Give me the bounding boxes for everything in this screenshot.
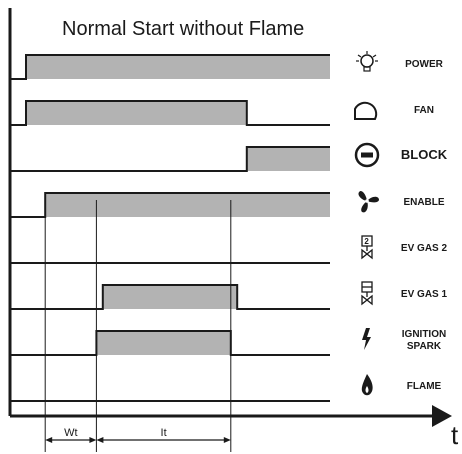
interval-label: Wt (64, 427, 77, 439)
signal-ev-gas-1 (10, 284, 330, 310)
time-axis-label: t (451, 420, 459, 450)
gas-valve-1-icon (361, 281, 373, 306)
signal-enable (10, 192, 330, 218)
interval-wt: Wt (45, 427, 97, 443)
signal-traces (10, 54, 330, 402)
svg-text:2: 2 (364, 237, 369, 246)
propeller-icon (358, 191, 379, 213)
diagram-title: Normal Start without Flame (62, 18, 304, 40)
gas-valve-2-icon: 2 (361, 235, 373, 260)
signal-ignition-trace (10, 330, 330, 356)
label-power: POWER (405, 59, 444, 70)
label-fan: FAN (414, 105, 434, 116)
interval-arrow-head-left (96, 437, 104, 443)
signal-ignition-high-block (96, 331, 231, 355)
interval-arrow-head-right (89, 437, 97, 443)
label-ev-gas-1: EV GAS 1 (401, 289, 448, 300)
interval-arrow-head-right (223, 437, 231, 443)
label-block: BLOCK (401, 147, 448, 162)
flame-icon (361, 374, 373, 396)
signal-power (10, 54, 330, 80)
signal-power-trace (10, 54, 330, 80)
signal-enable-high-block (45, 193, 330, 217)
label-ignition-line-1: IGNITION (402, 329, 446, 340)
signal-ev-gas-1-high-block (102, 285, 238, 309)
signal-fan-trace (10, 100, 330, 126)
time-axis-arrow (432, 405, 452, 427)
label-ev-gas-2: EV GAS 2 (401, 243, 448, 254)
signal-ignition (10, 330, 330, 356)
signal-block (10, 146, 330, 172)
signal-block-trace (10, 146, 330, 172)
interval-it: It (96, 427, 231, 443)
block-icon (354, 142, 380, 168)
signal-legend: POWER FAN BLOCK ENABLE 2 EV GAS 2 EV GAS 1 IGNI… (354, 51, 448, 396)
interval-label: It (161, 427, 167, 439)
label-flame: FLAME (407, 381, 442, 392)
signal-fan-high-block (26, 101, 247, 125)
interval-markers: Wt It (44, 200, 232, 452)
light-bulb-icon (356, 51, 378, 72)
label-enable: ENABLE (403, 197, 444, 208)
signal-ev-gas-1-trace (10, 284, 330, 310)
lightning-icon (362, 328, 371, 350)
label-ignition-line-2: SPARK (407, 341, 442, 352)
signal-power-high-block (26, 55, 330, 79)
signal-fan (10, 100, 330, 126)
signal-block-high-block (246, 147, 330, 171)
interval-arrow-head-left (45, 437, 53, 443)
fan-housing-icon (354, 101, 378, 120)
